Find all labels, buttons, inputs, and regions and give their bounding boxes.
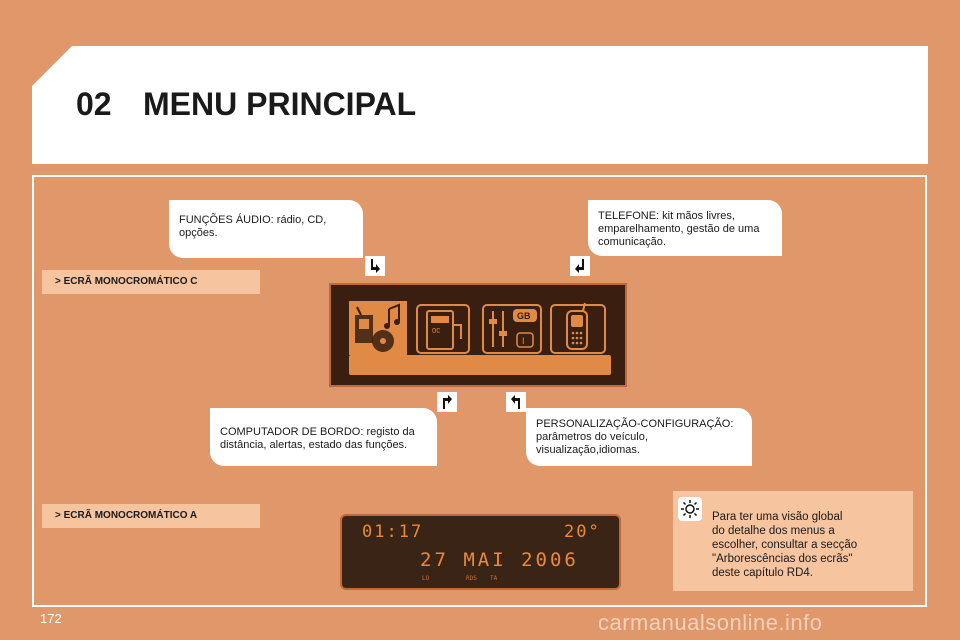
settings-tile-label-1: GB — [517, 311, 531, 321]
arrow-down-left-icon — [570, 256, 590, 276]
tip-line: "Arborescências dos ecrãs" — [712, 553, 853, 565]
callout-line: comunicação. — [598, 236, 666, 248]
lightbulb-icon — [681, 500, 699, 518]
callout-personalisation: PERSONALIZAÇÃO-CONFIGURAÇÃO: parâmetros … — [526, 408, 752, 466]
arrow-down-right-icon — [365, 256, 385, 276]
tip-text: Para ter uma visão global do detalhe dos… — [712, 510, 904, 580]
page-title: MENU PRINCIPAL — [143, 86, 417, 122]
svg-text:OC: OC — [432, 328, 440, 336]
callout-line: distância, alertas, estado das funções. — [220, 439, 408, 451]
lcd-c-menu-graphic: OC GB I — [349, 301, 611, 375]
section-label-screen-a: > ECRÃ MONOCROMÁTICO A — [42, 504, 260, 528]
tip-box — [673, 491, 913, 591]
settings-icon: GB I — [482, 304, 542, 354]
callout-line: PERSONALIZAÇÃO-CONFIGURAÇÃO: — [536, 418, 734, 430]
callout-line: FUNÇÕES ÁUDIO: rádio, CD, — [179, 214, 327, 226]
callout-line: emparelhamento, gestão de uma — [598, 223, 760, 235]
watermark: carmanualsonline.info — [598, 610, 823, 635]
lcd-temperature: 20° — [564, 522, 601, 542]
tip-line: do detalhe dos menus a — [712, 525, 835, 537]
callout-audio-functions: FUNÇÕES ÁUDIO: rádio, CD, opções. — [169, 200, 363, 258]
callout-line: visualização,idiomas. — [536, 444, 640, 456]
chapter-number: 02 — [76, 86, 112, 122]
lcd-date: 27 MAI 2006 — [420, 549, 579, 571]
callout-line: parâmetros do veículo, — [536, 431, 648, 443]
lcd-screen-a: 01:17 20° 27 MAI 2006 LO RDS TA — [340, 514, 621, 590]
tip-line: Para ter uma visão global — [712, 511, 843, 523]
callout-line: TELEFONE: kit mãos livres, — [598, 210, 735, 222]
tip-line: escolher, consultar a secção — [712, 539, 858, 551]
phone-icon — [550, 302, 606, 354]
callout-telephone: TELEFONE: kit mãos livres, emparelhament… — [588, 200, 782, 256]
audio-icon — [349, 301, 407, 355]
tip-line: deste capítulo RD4. — [712, 567, 814, 579]
callout-trip-computer: COMPUTADOR DE BORDO: registo da distânci… — [210, 408, 437, 466]
tip-icon-background — [678, 497, 702, 521]
callout-line: opções. — [179, 227, 218, 239]
content-frame — [32, 175, 927, 607]
page-number: 172 — [40, 611, 62, 626]
settings-tile-label-2: I — [522, 336, 525, 346]
lcd-screen-c: OC GB I — [329, 283, 627, 387]
lcd-indicator-lo: LO — [422, 575, 430, 582]
arrow-up-right-icon — [437, 392, 457, 412]
lcd-indicator-rds: RDS — [466, 575, 477, 582]
lcd-time: 01:17 — [362, 522, 424, 542]
section-label-screen-c: > ECRÃ MONOCROMÁTICO C — [42, 270, 260, 294]
trip-computer-icon: OC — [416, 304, 470, 354]
lcd-indicator-ta: TA — [490, 575, 498, 582]
callout-line: COMPUTADOR DE BORDO: registo da — [220, 426, 415, 438]
arrow-up-left-icon — [506, 392, 526, 412]
header-box — [32, 46, 928, 164]
